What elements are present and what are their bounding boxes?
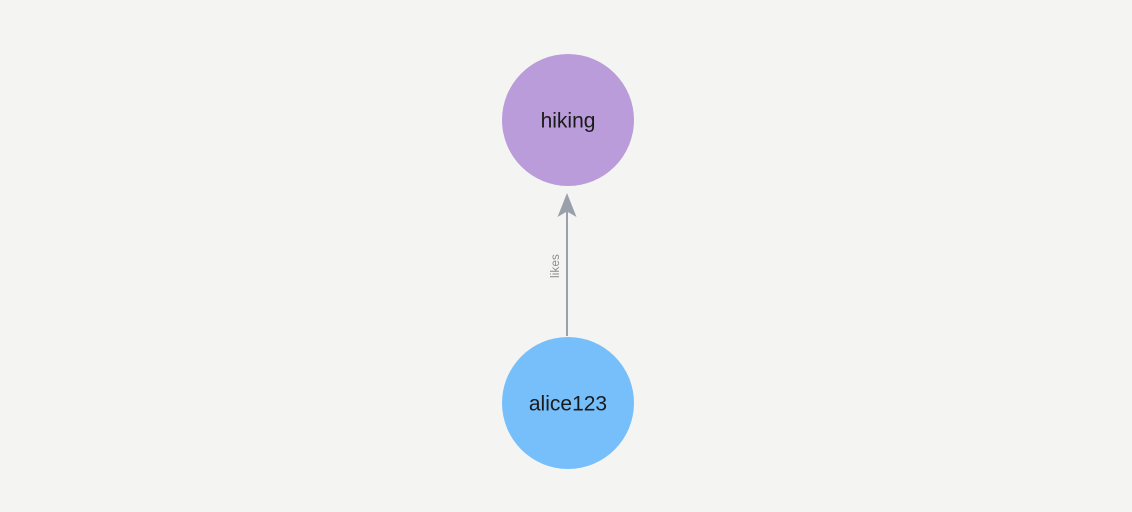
- node-circle[interactable]: [502, 54, 634, 186]
- graph-edge[interactable]: likes: [550, 193, 577, 336]
- node-label: hiking: [541, 110, 596, 133]
- node-label: alice123: [529, 393, 607, 416]
- node-circle[interactable]: [502, 337, 634, 469]
- edge-label: likes: [550, 254, 562, 278]
- arrowhead-up-icon: [557, 193, 577, 217]
- graph-node-alice123[interactable]: alice123: [502, 337, 634, 469]
- graph-node-hiking[interactable]: hiking: [502, 54, 634, 186]
